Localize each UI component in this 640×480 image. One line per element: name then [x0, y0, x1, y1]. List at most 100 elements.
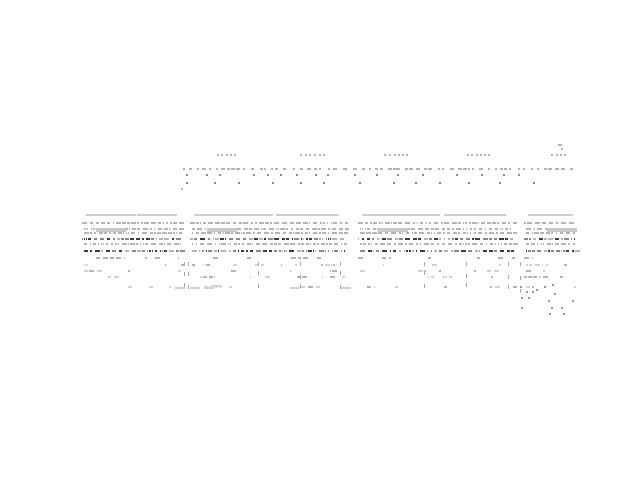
- header-mark: [300, 168, 303, 170]
- footer-mark: [341, 287, 351, 289]
- table-cell-mark: [439, 238, 441, 240]
- table-cell-mark: [113, 238, 115, 240]
- table-cell-mark: [332, 250, 333, 252]
- table-cell-mark: [238, 243, 240, 245]
- table-cell-mark: [244, 228, 248, 230]
- table-cell-mark: [229, 286, 232, 288]
- table-cell-mark: [179, 222, 184, 224]
- table-cell-mark: [496, 232, 498, 234]
- header-mark: [384, 154, 386, 156]
- table-cell-mark: [298, 243, 300, 245]
- table-cell-mark: [504, 243, 507, 245]
- table-cell-mark: [373, 222, 377, 224]
- column-tick: [258, 262, 259, 266]
- table-cell-mark: [151, 222, 156, 224]
- table-cell-mark: [429, 238, 432, 240]
- table-cell-mark: [463, 222, 464, 224]
- header-mark: [369, 168, 371, 170]
- table-cell-mark: [306, 243, 309, 245]
- table-cell-mark: [218, 250, 219, 252]
- table-cell-mark: [276, 228, 277, 230]
- table-cell-mark: [432, 264, 437, 266]
- header-mark: [415, 182, 417, 184]
- table-cell-mark: [291, 257, 296, 259]
- header-mark: [309, 154, 311, 156]
- table-cell-mark: [486, 243, 487, 245]
- table-cell-mark: [192, 232, 193, 234]
- table-cell-mark: [241, 232, 242, 234]
- header-mark: [405, 168, 408, 170]
- table-cell-mark: [418, 238, 421, 240]
- table-cell-mark: [322, 276, 323, 278]
- header-mark: [393, 168, 397, 170]
- table-cell-mark: [360, 228, 361, 230]
- table-cell-mark: [233, 222, 236, 224]
- table-cell-mark: [214, 250, 217, 252]
- table-cell-mark: [529, 264, 532, 266]
- table-cell-mark: [549, 222, 553, 224]
- table-cell-mark: [439, 270, 441, 272]
- table-cell-mark: [431, 243, 434, 245]
- table-cell-mark: [140, 243, 141, 245]
- table-cell-mark: [192, 243, 193, 245]
- column-tick: [340, 285, 341, 289]
- table-cell-mark: [314, 238, 318, 240]
- table-cell-mark: [110, 257, 114, 259]
- table-cell-mark: [513, 243, 518, 245]
- table-cell-mark: [255, 264, 258, 266]
- table-cell-mark: [158, 228, 162, 230]
- table-cell-mark: [574, 286, 576, 288]
- table-cell-mark: [382, 222, 383, 224]
- table-cell-mark: [101, 243, 102, 245]
- table-cell-mark: [196, 243, 197, 245]
- table-cell-mark: [270, 222, 272, 224]
- table-cell-mark: [524, 276, 527, 278]
- table-cell-mark: [531, 243, 535, 245]
- table-cell-mark: [365, 228, 366, 230]
- table-cell-mark: [533, 276, 537, 278]
- table-cell-mark: [228, 243, 229, 245]
- table-cell-mark: [180, 243, 181, 245]
- table-cell-mark: [344, 243, 347, 245]
- footer-mark: [204, 287, 214, 289]
- table-cell-mark: [470, 228, 472, 230]
- table-cell-mark: [309, 222, 310, 224]
- table-cell-mark: [220, 286, 221, 288]
- header-mark: [523, 168, 525, 170]
- table-cell-mark: [284, 243, 289, 245]
- table-cell-mark: [275, 232, 280, 234]
- table-cell-mark: [253, 232, 255, 234]
- table-cell-mark: [247, 243, 251, 245]
- header-mark: [422, 174, 424, 176]
- table-cell-mark: [164, 228, 168, 230]
- table-cell-mark: [507, 250, 510, 252]
- table-cell-mark: [150, 232, 153, 234]
- table-cell-mark: [373, 250, 374, 252]
- header-mark: [209, 168, 211, 170]
- table-cell-mark: [412, 250, 414, 252]
- table-cell-mark: [136, 238, 140, 240]
- table-cell-mark: [235, 232, 240, 234]
- table-cell-mark: [283, 232, 286, 234]
- table-cell-mark: [395, 286, 398, 288]
- table-cell-mark: [103, 257, 108, 259]
- table-cell-mark: [362, 228, 363, 230]
- table-cell-mark: [498, 243, 499, 245]
- table-cell-mark: [474, 232, 476, 234]
- table-cell-mark: [556, 232, 557, 234]
- table-cell-mark: [489, 228, 492, 230]
- table-cell-mark: [465, 243, 467, 245]
- table-cell-mark: [265, 222, 269, 224]
- table-cell-mark: [313, 250, 314, 252]
- table-cell-mark: [526, 243, 529, 245]
- table-cell-mark: [532, 232, 533, 234]
- table-cell-mark: [282, 250, 283, 252]
- header-mark: [397, 174, 399, 176]
- header-mark: [424, 168, 427, 170]
- table-cell-mark: [93, 228, 95, 230]
- table-cell-mark: [528, 250, 531, 252]
- header-mark: [251, 168, 254, 170]
- table-cell-mark: [254, 238, 258, 240]
- table-cell-mark: [321, 264, 323, 266]
- table-cell-mark: [375, 243, 378, 245]
